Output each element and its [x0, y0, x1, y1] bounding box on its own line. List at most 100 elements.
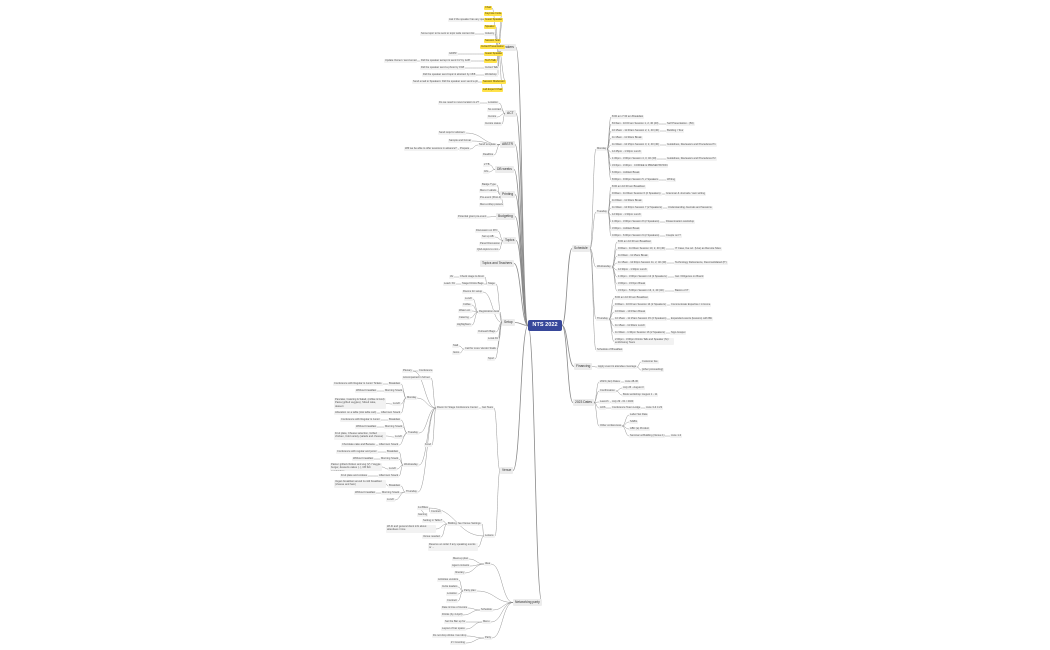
venue-item[interactable]: Venue needed — [422, 535, 441, 539]
schedule-slot[interactable]: 10:15am - 11:00am Session 2, 1, 40 (40) — [611, 129, 660, 133]
party-item[interactable]: # / Counting — [450, 641, 466, 645]
topics-item[interactable]: Panel Discussion — [479, 242, 501, 246]
venue-item[interactable]: Food — [424, 443, 432, 447]
topics-item[interactable]: Discussion on IPO — [475, 229, 499, 233]
venue-item[interactable]: Breakfast — [388, 382, 401, 386]
venue-item[interactable]: Morning Snack — [384, 389, 404, 393]
venue-item[interactable]: Breakfast — [388, 418, 401, 422]
printing-branch[interactable]: Printing — [500, 191, 516, 198]
venue-item[interactable]: Lunch — [394, 435, 404, 439]
topics-item[interactable]: Set up AB — [481, 235, 495, 239]
schedule-slot[interactable]: 10:15am - 11:15am Session 15 (2 Speakers… — [614, 317, 668, 321]
topics-teachers-branch[interactable]: Topics and Teachers — [480, 260, 514, 267]
venue-item[interactable]: Monday — [406, 396, 418, 400]
abstr-item[interactable]: Send reqs for abstract — [438, 131, 466, 135]
setup-item[interactable]: Rooms for setup — [462, 290, 484, 294]
setup-item[interactable]: Stall — [452, 344, 460, 348]
schedule-slot[interactable]: 3:15pm - 3:30pm — [611, 164, 633, 168]
financing-item[interactable]: Customer fee — [641, 360, 659, 364]
speakers-item[interactable]: Some topic to be sent to topic wide cont… — [420, 32, 476, 36]
venue-item[interactable]: Bidding: fee /Venue Settings — [447, 522, 482, 526]
schedule-slot[interactable]: 8:00pm - 9:00pm Session 5, 2 Speakers — [611, 178, 660, 182]
party-item[interactable]: Drinks (by 4 April) — [441, 613, 464, 617]
venue-item[interactable]: Lunch — [388, 467, 398, 471]
schedule-branch[interactable]: Schedule — [572, 245, 590, 252]
party-item[interactable]: Party plan — [463, 589, 477, 593]
venue-item[interactable]: Conference with regular and junior — [336, 450, 378, 454]
party-item[interactable]: Idea — [484, 562, 492, 566]
schedule-slot[interactable]: Get / Diligence on Board — [674, 275, 705, 279]
schedule-slot[interactable]: 12:30pm - 1:30pm Lunch — [617, 268, 648, 272]
venue-item[interactable]: Morning Snack — [384, 425, 404, 429]
financing-item[interactable]: Apply event & attendee coverage — [597, 365, 638, 369]
dates-item[interactable]: June 1-3 — [670, 434, 683, 438]
printing-item[interactable]: Pre-event (Post-it) — [479, 196, 503, 200]
schedule-slot[interactable]: 1:30pm - 3:00pm Session 8 (2 Speakers) — [611, 220, 661, 224]
setup-item[interactable]: Highlighters — [456, 323, 472, 327]
schedule-slot[interactable]: 6:00pm - Jubilant Break — [611, 171, 641, 175]
venue-item[interactable]: Wi-Fi and general client info about atte… — [386, 525, 436, 533]
venue-item[interactable]: Breakfast — [388, 484, 401, 488]
schedule-slot[interactable]: 11:00am - 11:30am Break — [611, 199, 643, 203]
schedule-day[interactable]: Wednesday — [596, 265, 612, 269]
topics-branch[interactable]: Topics — [503, 237, 517, 244]
venue-item[interactable]: Thursday — [405, 490, 418, 494]
venue-item[interactable]: Afternoon Snack — [378, 474, 400, 478]
abstr-item[interactable]: Will we be able to offer sessions in adv… — [404, 147, 458, 151]
speakers-item[interactable]: Industry — [484, 32, 496, 36]
venue-item[interactable]: Without breakfast — [355, 389, 378, 393]
speakers-item[interactable]: Invited Talk — [484, 66, 499, 70]
schedule-slot[interactable]: 1:30pm - 3:00pm Session 12 (2 Speakers) — [617, 275, 668, 279]
speakers-item[interactable]: Session Moderator — [482, 80, 506, 84]
printing-item[interactable]: Menu-rollup posters — [479, 203, 504, 207]
speakers-branch[interactable]: Speakers — [498, 44, 516, 51]
speakers-item[interactable]: Did the speaker send topic & abstract by… — [422, 73, 477, 77]
schedule-slot[interactable]: Basics of IT — [674, 289, 690, 293]
act-item[interactable]: Invoice — [487, 115, 498, 119]
schedule-slot[interactable]: Couple on IT — [665, 234, 682, 238]
speakers-item[interactable]: Did the speaker accept & send CV by 12/8 — [420, 59, 471, 63]
financing-branch[interactable]: Financing — [574, 363, 593, 370]
speakers-item[interactable]: Update Owner / send email — [384, 59, 418, 63]
venue-item[interactable]: Pancake, Catering & Salad, (coffee & foo… — [334, 398, 386, 409]
speakers-item[interactable]: Send email to Speakers: Did the speaker … — [412, 80, 478, 84]
venue-item[interactable]: Gaming — [417, 513, 429, 517]
setup-item[interactable]: Lead / AV — [443, 282, 457, 286]
dates-item[interactable]: Labor Set Date — [629, 413, 649, 417]
party-item[interactable]: Do not drop drinks / taxi drop — [432, 634, 468, 638]
venue-item[interactable]: Morning Snack — [381, 491, 401, 495]
schedule-slot[interactable]: 8:00 am 7:30 am Breakfast — [611, 115, 645, 119]
venue-item[interactable]: Accompanied in full set — [402, 376, 431, 380]
schedule-slot[interactable]: Guidelines, Reviewers and Procedures P1 — [666, 143, 717, 147]
venue-item[interactable]: Lunch — [392, 402, 402, 406]
venue-item[interactable]: Room for Stage Conference Center — [436, 406, 479, 410]
party-item[interactable]: Date & time of invoice — [441, 606, 469, 610]
venue-item[interactable]: Conference with Regular & Junior — [340, 418, 381, 422]
dates-item[interactable]: Launch — [599, 400, 610, 404]
dates-item[interactable]: Seminar at Building (Venue 1) — [629, 434, 666, 438]
schedule-slot[interactable]: Understanding Journals and Sessions — [667, 206, 713, 210]
schedule-slot[interactable]: 8:00 am 10:00 am Breakfast — [617, 240, 652, 244]
schedule-slot[interactable]: Communicate Expertise / in Home — [670, 303, 712, 307]
venue-item[interactable]: Vegan breakfast served & cold breakfast … — [334, 480, 386, 488]
venue-item[interactable]: Morning Snack — [380, 457, 400, 461]
party-item[interactable]: Menu — [482, 620, 491, 624]
venue-item[interactable]: 1st Bites — [417, 506, 429, 510]
abstr-item[interactable]: Send template — [478, 143, 497, 147]
venue-item[interactable]: Fruit plate, Cheese selection, Grilled c… — [334, 432, 386, 440]
speakers-item[interactable]: Speaker — [484, 25, 496, 29]
setup-item[interactable]: Water etc. — [458, 309, 472, 313]
setup-item[interactable]: AV — [449, 275, 455, 279]
venue-item[interactable]: Lunch — [386, 498, 396, 502]
schedule-slot[interactable]: 10:00am - 10:15am Break — [614, 310, 646, 314]
venue-item[interactable]: Breakfast — [386, 450, 399, 454]
venue-item[interactable]: Without breakfast — [352, 457, 375, 461]
speakers-item[interactable]: Keynote Invite — [484, 12, 503, 16]
schedule-slot[interactable]: 11:30am - 1:30pm Session 16 (2 Speakers) — [614, 331, 666, 335]
party-item[interactable]: Activities vendors — [437, 578, 460, 582]
setup-item[interactable]: Lunch — [464, 297, 474, 301]
venue-item[interactable]: Plenary — [402, 369, 413, 373]
speakers-item[interactable]: Ask if the speaker has any questions — [448, 18, 493, 22]
printing-item[interactable]: Badge Type — [481, 183, 497, 187]
setup-item[interactable]: Catering — [458, 316, 470, 320]
